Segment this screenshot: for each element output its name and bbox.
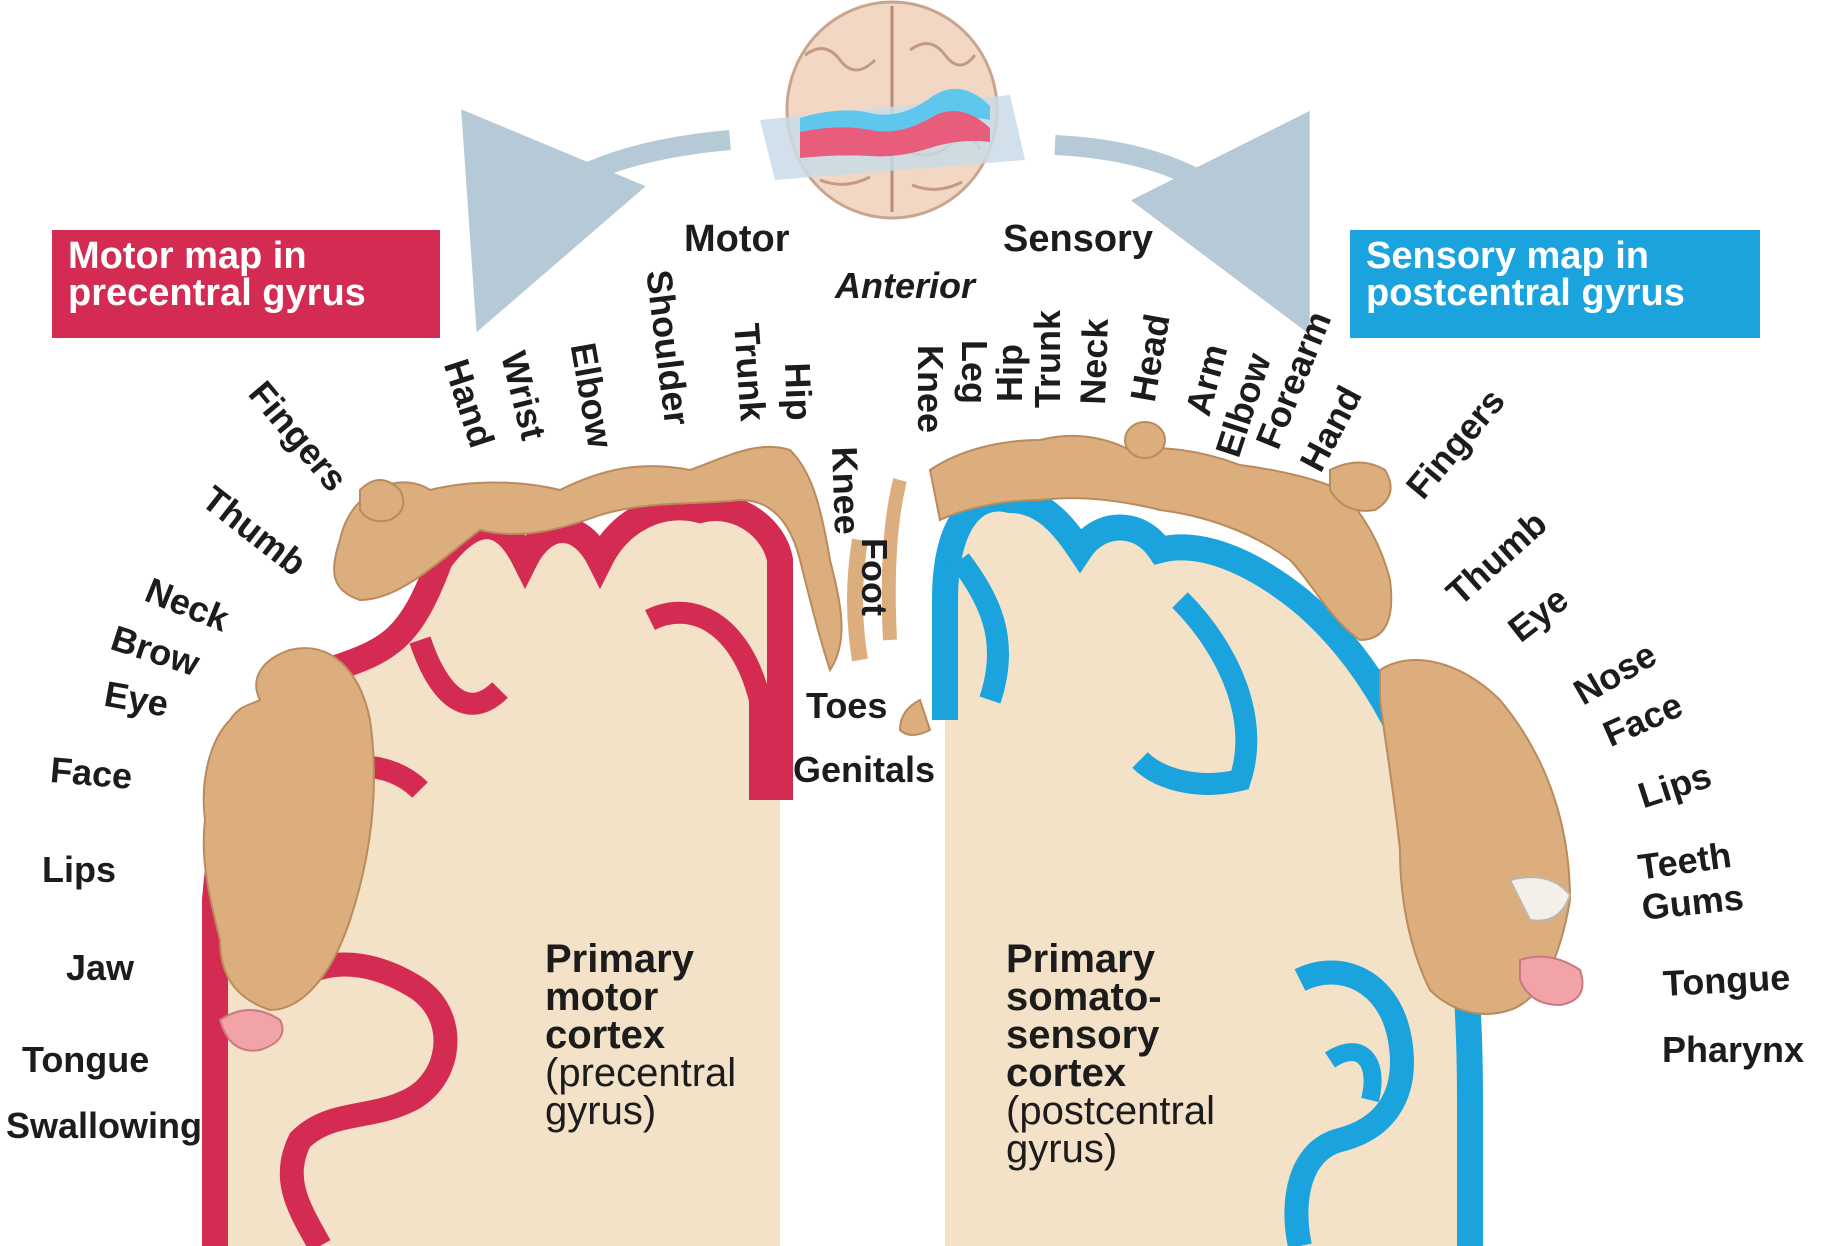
motor-map-box: Motor map in precentral gyrus (52, 230, 440, 338)
sensory-cortex-line1: Primary (1006, 940, 1215, 978)
anterior-label: Anterior (835, 268, 975, 304)
sensory-cortex-line2: somato- (1006, 978, 1215, 1016)
motor-label-swallowing: Swallowing (6, 1108, 202, 1144)
motor-label-trunk: Trunk (728, 322, 771, 422)
sensory-label-trunk: Trunk (1030, 310, 1066, 408)
sensory-map-box-text: Sensory map in postcentral gyrus (1366, 235, 1685, 314)
motor-label-toes: Toes (806, 688, 887, 724)
sensory-cortex-line5: (postcentral (1006, 1092, 1215, 1130)
sensory-label-knee: Knee (912, 345, 948, 433)
motor-cortex-caption: Primary motor cortex (precentral gyrus) (545, 940, 736, 1130)
sensory-label-leg: Leg (956, 340, 992, 404)
motor-cortex-line3: cortex (545, 1016, 736, 1054)
motor-label-lips: Lips (42, 852, 116, 888)
motor-label-foot: Foot (856, 538, 892, 616)
motor-map-box-text: Motor map in precentral gyrus (68, 235, 366, 314)
motor-label-hip: Hip (779, 362, 817, 421)
sensory-word: Sensory (1003, 220, 1153, 258)
brain-top-view-icon (760, 2, 1025, 218)
motor-label-tongue: Tongue (22, 1042, 149, 1078)
sensory-label-hip: Hip (992, 344, 1028, 402)
sensory-map-box: Sensory map in postcentral gyrus (1350, 230, 1760, 338)
sensory-cortex-caption: Primary somato- sensory cortex (postcent… (1006, 940, 1215, 1168)
motor-label-knee: Knee (826, 446, 865, 535)
sensory-label-tongue: Tongue (1662, 959, 1791, 1002)
sensory-label-pharynx: Pharynx (1662, 1032, 1804, 1068)
motor-cortex-line1: Primary (545, 940, 736, 978)
motor-cortex-line2: motor (545, 978, 736, 1016)
motor-label-face: Face (49, 752, 134, 795)
motor-word: Motor (684, 220, 790, 258)
sensory-cortex-line4: cortex (1006, 1054, 1215, 1092)
motor-cortex-line4: (precentral (545, 1054, 736, 1092)
motor-label-jaw: Jaw (66, 950, 134, 986)
sensory-cortex-line3: sensory (1006, 1016, 1215, 1054)
sensory-label-genitals: Genitals (793, 752, 935, 788)
sensory-cortex-line6: gyrus) (1006, 1130, 1215, 1168)
sensory-label-neck: Neck (1075, 318, 1114, 405)
motor-cortex-line5: gyrus) (545, 1092, 736, 1130)
